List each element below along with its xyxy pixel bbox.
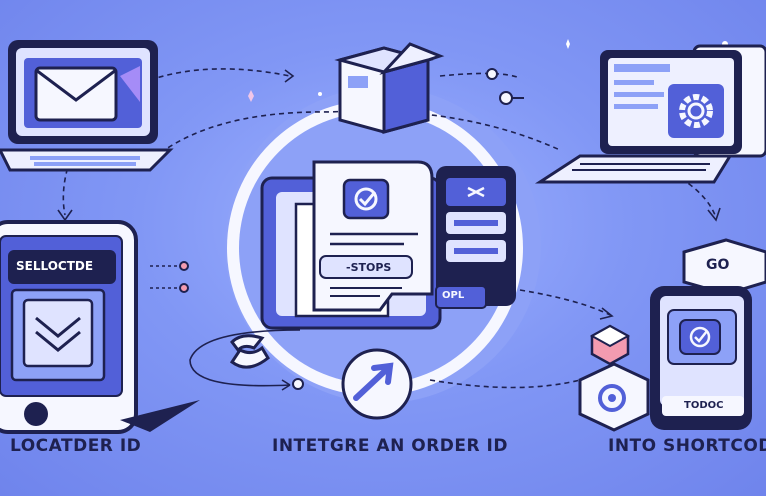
center-small-button-label: OPL [442,290,465,301]
envelope-icon [34,66,118,122]
path-bottom-loop [189,329,301,387]
laptop-envelope [0,40,174,172]
phone-left [0,220,200,434]
path-box-to-laptop [439,72,521,79]
path-center-to-right [519,289,611,316]
package-box-icon [334,42,445,134]
box-go-label: GO [706,257,730,273]
gear-icon [679,94,713,128]
laptop-settings [534,44,766,184]
path-top-loop [139,110,561,171]
close-icon [467,186,485,198]
phone-right-footer-label: TODOC [684,400,724,411]
center-stops-label: -STOPS [346,261,392,274]
cube-pink [589,324,631,366]
path-bottom-right [429,379,581,389]
link-dots [486,68,524,105]
caption-left: LOCATDER ID [10,436,142,456]
arrow-circle-button [341,348,413,420]
connector-paths [57,68,721,391]
checkbox-icon [354,187,378,211]
center-document-stack [260,160,516,330]
target-icon [578,362,650,432]
box-go [682,238,766,296]
path-laptop-to-box [149,68,291,81]
link-dots-left [150,261,189,293]
caption-center: INTETGRE AN ORDER ID [272,436,508,456]
refresh-icon [229,334,304,390]
path-left-down [62,159,71,216]
phone-right [650,286,752,430]
phone-left-header-label: SELLOCTDE [16,259,94,273]
caption-right: INTO SHORTCODE [608,436,766,456]
